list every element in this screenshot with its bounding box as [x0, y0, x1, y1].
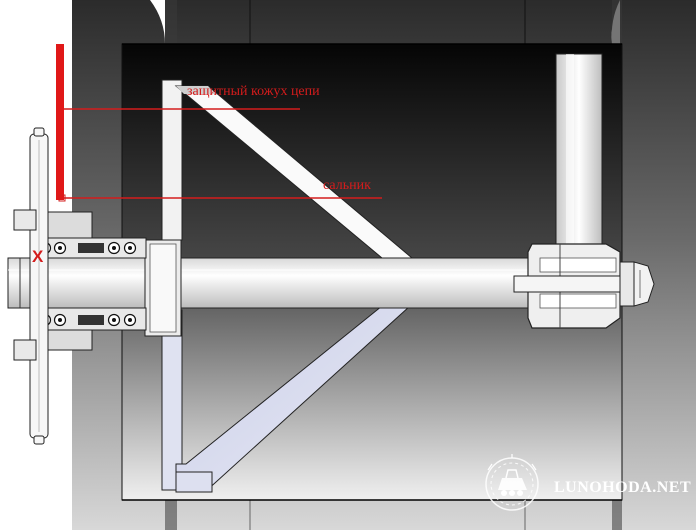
- shaft-flange: [144, 239, 182, 337]
- main-shaft: [7, 257, 529, 309]
- bearing-ball-core: [58, 318, 62, 322]
- watermark: LUNOHODA.NET: [485, 454, 691, 511]
- cross-mark: X: [32, 247, 44, 266]
- chain-guard-label: защитный кожух цепи: [187, 84, 320, 99]
- bearing-cage: [78, 243, 104, 253]
- bearing-ball-core: [112, 318, 116, 322]
- bearing-cage: [78, 315, 104, 325]
- chain-guard-marker: [56, 44, 64, 200]
- watermark-text: LUNOHODA.NET: [554, 479, 691, 496]
- left-frame-bar: [161, 79, 183, 491]
- bearing-ball-core: [112, 246, 116, 250]
- bearing-ball-core: [128, 246, 132, 250]
- annotations: защитный кожух цепи сальник X: [32, 44, 382, 266]
- bearing-ball-core: [58, 246, 62, 250]
- lunokhod-logo: [485, 454, 539, 511]
- seal-point-marker: [58, 194, 66, 202]
- right-hub: [527, 243, 621, 329]
- bearing-ball-core: [128, 318, 132, 322]
- end-bolt: [513, 261, 655, 307]
- vertical-post: [555, 53, 603, 251]
- seal-label: сальник: [323, 178, 371, 193]
- sprocket: [13, 127, 49, 445]
